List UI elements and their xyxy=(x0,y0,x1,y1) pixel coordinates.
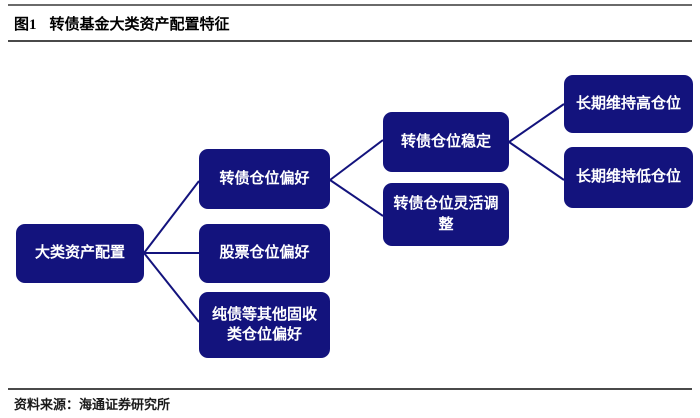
node-label: 转债仓位偏好 xyxy=(219,170,310,187)
source-note: 资料来源：海通证券研究所 xyxy=(14,397,171,412)
figure-number: 图1 xyxy=(14,17,37,33)
node-long-term-high-position: 长期维持高仓位 xyxy=(564,75,693,133)
figure-title-text: 转债基金大类资产配置特征 xyxy=(49,17,230,33)
figure-title: 图1 转债基金大类资产配置特征 xyxy=(14,13,230,34)
node-stock-position-pref: 股票仓位偏好 xyxy=(199,224,330,283)
node-pure-bond-position-pref: 纯债等其他固收类仓位偏好 xyxy=(199,292,330,358)
node-label: 转债仓位灵活调整 xyxy=(393,196,499,233)
node-label: 长期维持高仓位 xyxy=(575,95,681,112)
node-label: 股票仓位偏好 xyxy=(219,245,310,262)
node-cb-position-stable: 转债仓位稳定 xyxy=(383,112,509,172)
top-rule xyxy=(8,4,692,6)
node-long-term-low-position: 长期维持低仓位 xyxy=(564,147,693,208)
footer-rule xyxy=(8,388,692,390)
node-cb-position-flexible: 转债仓位灵活调整 xyxy=(383,183,509,246)
node-asset-allocation: 大类资产配置 xyxy=(16,224,144,283)
node-label: 长期维持低仓位 xyxy=(575,169,681,186)
node-label: 纯债等其他固收类仓位偏好 xyxy=(211,306,317,343)
node-cb-position-pref: 转债仓位偏好 xyxy=(199,149,330,209)
title-underline xyxy=(8,40,692,42)
node-label: 转债仓位稳定 xyxy=(400,133,491,150)
node-label: 大类资产配置 xyxy=(34,245,125,262)
